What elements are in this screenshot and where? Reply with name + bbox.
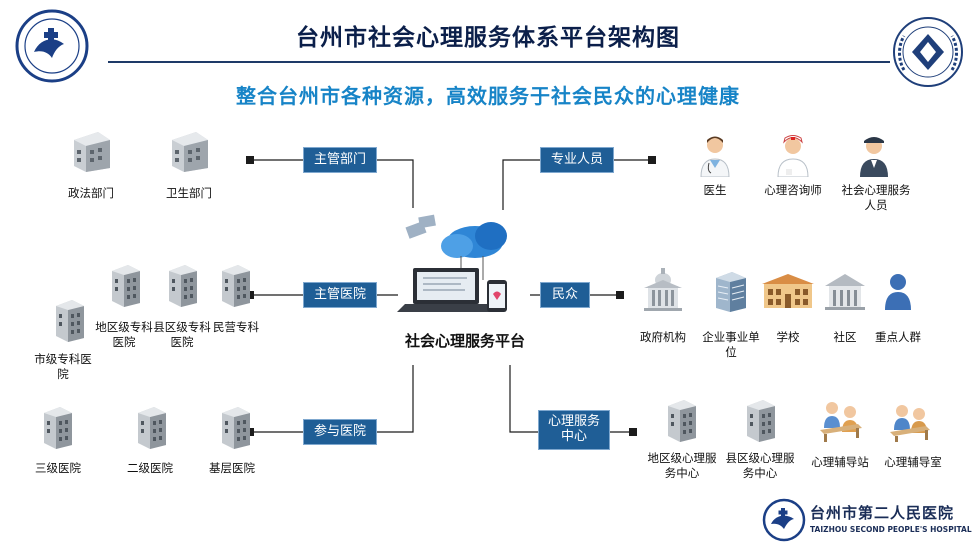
node-doctor: 医生 <box>703 183 727 197</box>
node-district-center: 地区级心理服务中心 <box>647 451 717 480</box>
node-school: 学校 <box>776 330 800 344</box>
hospital-emblem-icon <box>762 498 806 542</box>
hospital-logo: 台州市第二人民医院 TAIZHOU SECOND PEOPLE'S HOSPIT… <box>762 498 972 542</box>
node-weisheng: 卫生部门 <box>166 186 212 200</box>
node-county-spec: 县区级专科医院 <box>153 320 211 349</box>
title-divider <box>108 61 890 63</box>
nurse-icon <box>774 133 812 178</box>
officer-icon <box>856 133 892 177</box>
school-building-icon <box>762 272 814 310</box>
center-building-icon <box>664 398 700 442</box>
node-primary: 基层医院 <box>209 461 255 475</box>
node-district-spec: 地区级专科医院 <box>95 320 153 349</box>
node-private-spec: 民营专科 <box>213 320 259 334</box>
hospital-building-icon <box>52 298 88 342</box>
hospital-building-icon <box>134 405 170 449</box>
node-zhengfa: 政法部门 <box>68 186 114 200</box>
hospital-building-icon <box>218 405 254 449</box>
center-building-icon <box>743 398 779 442</box>
node-city-spec: 市级专科医院 <box>34 352 92 381</box>
node-county-center: 县区级心理服务中心 <box>725 451 795 480</box>
node-room: 心理辅导室 <box>884 455 942 469</box>
counseling-room-icon <box>890 402 932 442</box>
office-tower-icon <box>710 268 752 312</box>
node-social-worker: 社会心理服务人员 <box>841 183 911 212</box>
counseling-desk-icon <box>818 398 864 442</box>
node-enterprise: 企业事业单位 <box>702 330 760 359</box>
category-participating-hospital: 参与医院 <box>303 419 377 445</box>
node-gov: 政府机构 <box>640 330 686 344</box>
institute-seal-icon <box>890 14 966 90</box>
category-supervisory-hospital: 主管医院 <box>303 282 377 308</box>
page-subtitle: 整合台州市各种资源，高效服务于社会民众的心理健康 <box>236 84 740 108</box>
doctor-icon <box>697 133 733 178</box>
community-building-icon <box>823 272 867 310</box>
hospital-building-icon <box>218 263 254 307</box>
hospital-name-en: TAIZHOU SECOND PEOPLE'S HOSPITAL <box>810 525 972 534</box>
platform-label: 社会心理服务平台 <box>404 332 525 350</box>
node-station: 心理辅导站 <box>811 455 869 469</box>
node-counselor: 心理咨询师 <box>764 183 822 197</box>
laptop-cloud-icon <box>395 210 535 325</box>
node-tier3: 三级医院 <box>35 461 81 475</box>
person-icon <box>884 272 912 310</box>
node-community: 社区 <box>833 330 857 344</box>
category-supervisory-dept: 主管部门 <box>303 147 377 173</box>
node-key-groups: 重点人群 <box>875 330 921 344</box>
building-icon <box>166 128 212 174</box>
hospital-building-icon <box>40 405 76 449</box>
hospital-badge-icon <box>14 8 90 84</box>
government-building-icon <box>640 268 686 312</box>
page-title: 台州市社会心理服务体系平台架构图 <box>296 25 680 51</box>
hospital-building-icon <box>108 263 144 307</box>
node-tier2: 二级医院 <box>127 461 173 475</box>
category-public: 民众 <box>540 282 590 308</box>
hospital-building-icon <box>165 263 201 307</box>
hospital-name-cn: 台州市第二人民医院 <box>810 504 955 522</box>
building-icon <box>68 128 114 174</box>
category-counseling-center: 心理服务中心 <box>538 410 610 450</box>
category-professionals: 专业人员 <box>540 147 614 173</box>
